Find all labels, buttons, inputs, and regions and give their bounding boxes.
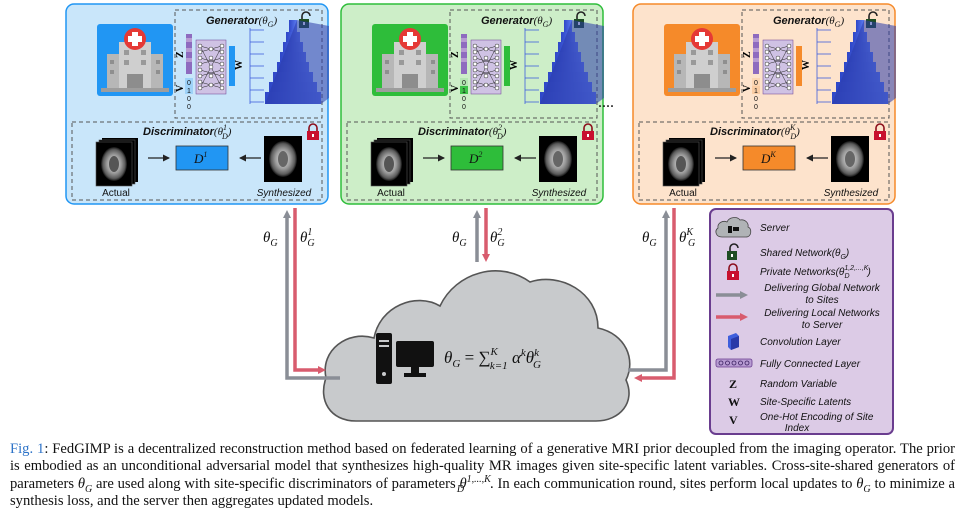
svg-text:0: 0	[462, 96, 466, 103]
svg-text:0: 0	[187, 96, 191, 103]
svg-text:to Sites: to Sites	[805, 295, 838, 306]
generator-box	[174, 9, 323, 119]
svg-text:0: 0	[187, 80, 191, 87]
hospital-icon	[664, 24, 740, 96]
w-label: W	[801, 60, 812, 70]
svg-text:Server: Server	[760, 223, 790, 234]
svg-text:Fully Connected Layer: Fully Connected Layer	[760, 359, 861, 370]
svg-text:0: 0	[754, 96, 758, 103]
svg-text:Delivering Local Networks: Delivering Local Networks	[764, 308, 880, 319]
computer-icon	[376, 333, 434, 384]
arrow-local-from-siteK	[634, 208, 676, 382]
svg-text:Index: Index	[785, 423, 810, 434]
synthesized-label: Synthesized	[532, 188, 587, 199]
svg-text:1: 1	[462, 88, 466, 95]
hospital-icon	[97, 24, 173, 96]
site-panel-1: Generator(θG) Z V 0 1 0 0	[65, 3, 329, 205]
svg-text:D1: D1	[193, 150, 207, 166]
figure-caption: Fig. 1: FedGIMP is a decentralized recon…	[10, 441, 955, 509]
generator-label: Generator(θG)	[206, 15, 277, 29]
svg-text:to Server: to Server	[802, 320, 843, 331]
svg-text:1: 1	[754, 88, 758, 95]
svg-text:Site-Specific Latents: Site-Specific Latents	[760, 397, 851, 408]
fully-connected-layer-icon	[715, 358, 753, 368]
svg-text:0: 0	[754, 104, 758, 111]
actual-mri-stack	[662, 137, 706, 187]
discriminator-box	[638, 121, 890, 201]
mlp-network-icon	[195, 39, 227, 95]
svg-text:Random Variable: Random Variable	[760, 379, 837, 390]
generator-label: Generator(θG)	[481, 15, 552, 29]
synthesized-mri	[264, 136, 302, 182]
v-label: V	[175, 84, 186, 92]
svg-text:0: 0	[187, 104, 191, 111]
arrow-global-to-siteK	[628, 210, 670, 372]
actual-label: Actual	[102, 188, 130, 199]
svg-text:W: W	[728, 395, 740, 409]
arrow-local-from-site1	[293, 208, 326, 374]
actual-label: Actual	[669, 188, 697, 199]
label-site1-left: θG	[263, 230, 278, 249]
generator-box	[449, 9, 598, 119]
synthesized-mri	[539, 136, 577, 182]
discriminator-block	[175, 145, 229, 171]
mlp-network-icon	[470, 39, 502, 95]
site-panel-2: Generator(θG) Z V 0 1 0 0	[340, 3, 604, 205]
label-siteK-left: θG	[642, 230, 657, 249]
discriminator-block	[450, 145, 504, 171]
svg-text:Convolution Layer: Convolution Layer	[760, 337, 841, 348]
v-label: V	[450, 84, 461, 92]
ellipsis: ....	[598, 94, 614, 111]
svg-text:Private Networks(θ1,2,...,KD): Private Networks(θ1,2,...,KD)	[760, 265, 871, 280]
mlp-network-icon	[762, 39, 794, 95]
v-label: V	[742, 84, 753, 92]
svg-text:V: V	[729, 413, 738, 427]
svg-text:0: 0	[462, 104, 466, 111]
site-panel-3: Generator(θG) Z V 0 1 0 0	[632, 3, 896, 205]
svg-text:1: 1	[187, 88, 191, 95]
arrow-global-to-site1	[283, 210, 340, 380]
svg-text:0: 0	[462, 80, 466, 87]
discriminator-box	[346, 121, 598, 201]
z-label: Z	[450, 51, 461, 58]
z-label: Z	[742, 51, 753, 58]
svg-text:Delivering Global Network: Delivering Global Network	[764, 283, 881, 294]
svg-text:Shared Network(θG): Shared Network(θG)	[760, 248, 849, 261]
label-site2-left: θG	[452, 230, 467, 249]
generator-label: Generator(θG)	[773, 15, 844, 29]
actual-mri-stack	[95, 137, 139, 187]
figure-label: Fig. 1	[10, 441, 45, 457]
svg-text:One-Hot Encoding of Site: One-Hot Encoding of Site	[760, 412, 874, 423]
z-label: Z	[175, 51, 186, 58]
w-label: W	[234, 60, 245, 70]
actual-mri-stack	[370, 137, 414, 187]
cloud-server	[322, 270, 631, 422]
svg-text:Z: Z	[729, 377, 737, 391]
svg-text:D2: D2	[468, 150, 482, 166]
discriminator-block	[742, 145, 796, 171]
discriminator-box	[71, 121, 323, 201]
synthesized-mri	[831, 136, 869, 182]
legend: Server Shared Network(θG) Private Networ…	[709, 208, 894, 435]
svg-text:DK: DK	[760, 150, 776, 166]
synthesized-label: Synthesized	[257, 188, 312, 199]
convolution-layer-icon	[728, 333, 739, 350]
generator-box	[741, 9, 890, 119]
hospital-icon	[372, 24, 448, 96]
w-label: W	[509, 60, 520, 70]
svg-text:0: 0	[754, 80, 758, 87]
actual-label: Actual	[377, 188, 405, 199]
synthesized-label: Synthesized	[824, 188, 879, 199]
